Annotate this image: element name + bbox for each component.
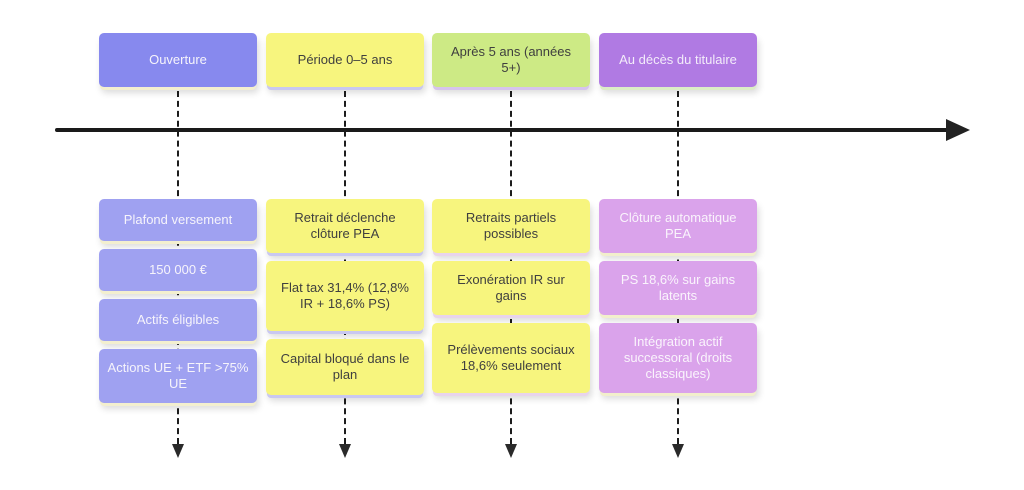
column-1-card-3: Actifs éligibles	[99, 299, 257, 341]
column-1-header: Ouverture	[99, 33, 257, 87]
column-3-down-arrowhead-icon	[505, 444, 517, 458]
column-4-header: Au décès du titulaire	[599, 33, 757, 87]
column-2-card-3: Capital bloqué dans le plan	[266, 339, 424, 395]
timeline-axis-line	[55, 128, 948, 132]
column-3-card-2: Exonération IR sur gains	[432, 261, 590, 315]
column-3-card-3: Prélèvements sociaux 18,6% seulement	[432, 323, 590, 393]
column-2-down-arrowhead-icon	[339, 444, 351, 458]
column-1-card-2: 150 000 €	[99, 249, 257, 291]
column-3-card-1: Retraits partiels possibles	[432, 199, 590, 253]
column-4-card-2: PS 18,6% sur gains latents	[599, 261, 757, 315]
timeline-axis-arrowhead-icon	[946, 119, 970, 141]
column-4-down-arrowhead-icon	[672, 444, 684, 458]
column-4-card-1: Clôture automatique PEA	[599, 199, 757, 253]
column-4-card-3: Intégration actif successoral (droits cl…	[599, 323, 757, 393]
column-1-card-1: Plafond versement	[99, 199, 257, 241]
column-2-header: Période 0–5 ans	[266, 33, 424, 87]
column-2-card-1: Retrait déclenche clôture PEA	[266, 199, 424, 253]
column-3-header: Après 5 ans (années 5+)	[432, 33, 590, 87]
column-1-down-arrowhead-icon	[172, 444, 184, 458]
column-1-card-4: Actions UE + ETF >75% UE	[99, 349, 257, 403]
column-2-card-2: Flat tax 31,4% (12,8% IR + 18,6% PS)	[266, 261, 424, 331]
